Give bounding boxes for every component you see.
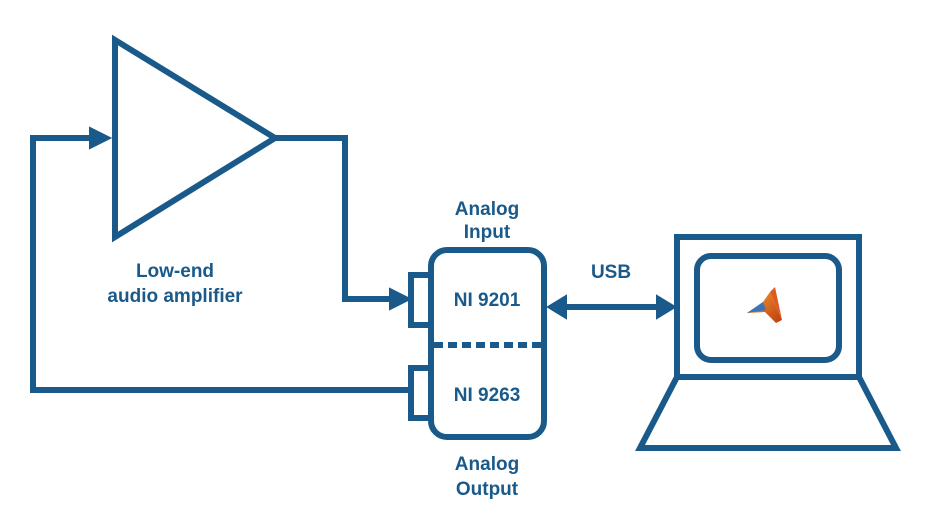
laptop-base (635, 374, 901, 451)
analog-input-label-line1: Analog (455, 199, 519, 220)
input-module-label: NI 9201 (454, 290, 521, 311)
usb-arrow-left-icon (546, 294, 567, 320)
feedback-wire (30, 135, 410, 393)
output-module-label: NI 9263 (454, 385, 521, 406)
matlab-logo-icon (747, 287, 782, 323)
amp-output-wire (275, 135, 402, 302)
arrow-into-input-icon (389, 287, 413, 311)
analog-output-label-line1: Analog (455, 454, 519, 475)
analog-input-label-line2: Input (464, 222, 511, 243)
analog-output-label-line2: Output (456, 479, 519, 500)
amplifier-label-line2: audio amplifier (107, 286, 243, 307)
laptop-screen (694, 253, 842, 363)
usb-arrow-right-icon (656, 294, 677, 320)
arrow-into-amplifier-icon (89, 126, 113, 150)
output-connector (408, 365, 434, 421)
amplifier-triangle-icon (112, 34, 281, 243)
amplifier-label-line1: Low-end (136, 261, 214, 282)
input-connector (408, 272, 434, 328)
usb-label: USB (591, 262, 631, 283)
daq-chassis (428, 247, 547, 440)
